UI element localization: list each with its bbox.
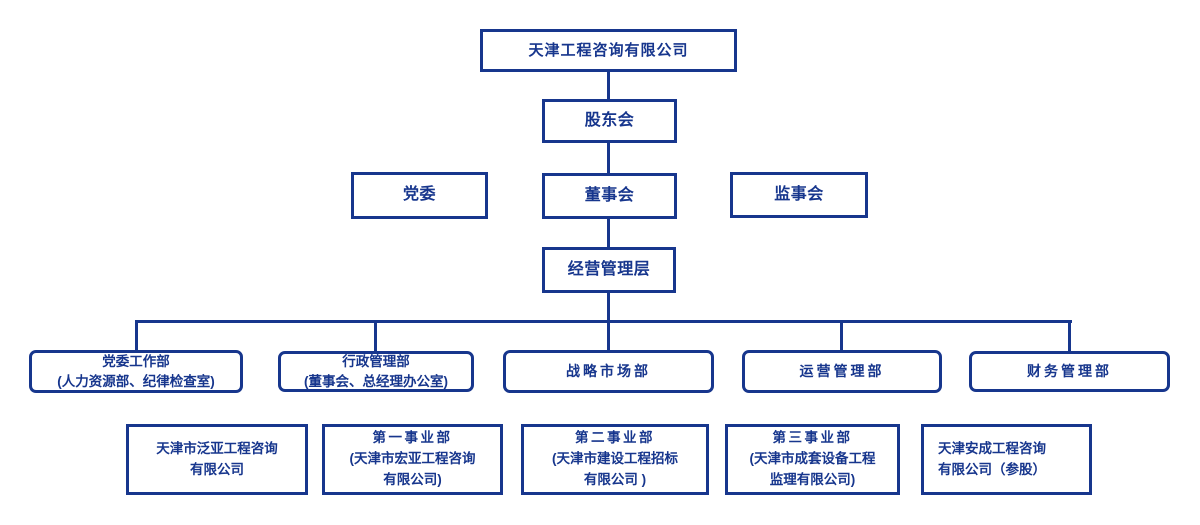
org-node-board: 董事会 <box>542 173 677 219</box>
org-node-fanya-subsidiary: 天津市泛亚工程咨询 有限公司 <box>126 424 308 495</box>
connector-departments-rail <box>135 320 1072 323</box>
org-node-division-3-title: 第三事业部 <box>772 430 853 446</box>
org-node-shareholders: 股东会 <box>542 99 677 143</box>
org-node-division-1-title: 第一事业部 <box>372 430 453 446</box>
org-node-party-committee: 党委 <box>351 172 488 219</box>
connector-drop-admin-dept <box>374 322 377 352</box>
org-node-admin-dept-sublabel: (董事会、总经理办公室) <box>304 373 448 389</box>
org-node-division-1: 第一事业部 (天津市宏亚工程咨询 有限公司) <box>322 424 503 495</box>
connector-shareholders-to-board <box>607 143 610 174</box>
org-node-party-work-dept: 党委工作部 (人力资源部、纪律检查室) <box>29 350 243 393</box>
org-node-supervisory-board-label: 监事会 <box>774 185 824 203</box>
org-node-division-1-line3: 有限公司) <box>383 471 442 487</box>
org-node-division-2-line3: 有限公司 ) <box>583 471 647 487</box>
org-node-finance-dept-label: 财务管理部 <box>1027 363 1112 380</box>
org-node-admin-dept: 行政管理部 (董事会、总经理办公室) <box>278 351 474 392</box>
org-node-division-2-line2: (天津市建设工程招标 <box>552 451 678 467</box>
org-node-party-work-dept-label: 党委工作部 <box>102 353 170 369</box>
connector-root-to-shareholders <box>607 72 610 100</box>
org-node-board-label: 董事会 <box>584 186 635 204</box>
connector-drop-party-work-dept <box>135 322 138 351</box>
org-node-shareholders-label: 股东会 <box>584 111 635 129</box>
org-node-division-2: 第二事业部 (天津市建设工程招标 有限公司 ) <box>521 424 709 495</box>
org-node-ancheng-subsidiary: 天津安成工程咨询 有限公司（参股） <box>921 424 1092 495</box>
org-node-finance-dept: 财务管理部 <box>969 351 1170 392</box>
org-node-division-3-line2: (天津市成套设备工程 <box>749 451 876 467</box>
org-node-admin-dept-label: 行政管理部 <box>342 353 410 369</box>
org-node-party-committee-label: 党委 <box>402 186 436 204</box>
org-node-fanya-line2: 有限公司 <box>190 461 244 477</box>
connector-board-to-management <box>607 219 610 248</box>
org-node-fanya-line1: 天津市泛亚工程咨询 <box>156 440 278 456</box>
org-node-management: 经营管理层 <box>542 247 676 293</box>
org-node-ancheng-line1: 天津安成工程咨询 <box>938 440 1046 456</box>
org-node-management-label: 经营管理层 <box>567 260 651 278</box>
org-node-ancheng-line2: 有限公司（参股） <box>938 461 1046 477</box>
org-node-division-1-line2: (天津市宏亚工程咨询 <box>349 451 476 467</box>
org-node-strategy-market-dept: 战略市场部 <box>503 350 714 393</box>
org-node-strategy-market-dept-label: 战略市场部 <box>566 363 651 380</box>
org-node-division-3: 第三事业部 (天津市成套设备工程 监理有限公司) <box>725 424 900 495</box>
connector-drop-finance-dept <box>1068 322 1071 352</box>
org-node-operations-dept-label: 运营管理部 <box>799 363 885 380</box>
org-node-division-2-title: 第二事业部 <box>575 430 655 446</box>
org-node-supervisory-board: 监事会 <box>730 172 868 218</box>
org-node-company-root-label: 天津工程咨询有限公司 <box>528 41 689 59</box>
org-node-company-root: 天津工程咨询有限公司 <box>480 29 737 72</box>
org-node-operations-dept: 运营管理部 <box>742 350 942 393</box>
org-node-party-work-dept-sublabel: (人力资源部、纪律检查室) <box>57 373 215 389</box>
connector-drop-operations-dept <box>840 322 843 351</box>
org-node-division-3-line3: 监理有限公司) <box>769 471 856 487</box>
